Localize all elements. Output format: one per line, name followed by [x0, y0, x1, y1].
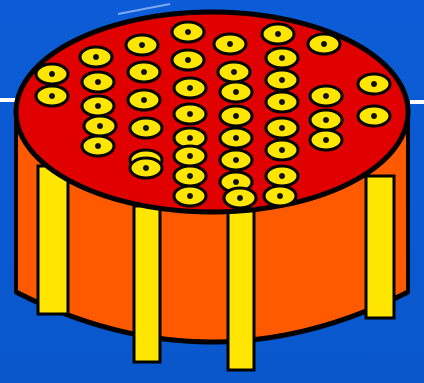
fuel-cell-dot [279, 125, 285, 131]
fuel-cell-icon [172, 50, 204, 70]
fuel-cell-dot [233, 179, 239, 185]
fuel-cell-dot [187, 85, 193, 91]
fuel-cell-dot [233, 157, 239, 163]
fuel-cell-icon [82, 72, 114, 92]
fuel-cell-dot [187, 153, 193, 159]
fuel-cell-dot [139, 42, 145, 48]
fuel-cell-dot [185, 29, 191, 35]
fuel-cell-dot [323, 137, 329, 143]
fuel-cell-dot [277, 193, 283, 199]
fuel-cell-icon [310, 130, 342, 150]
fuel-cell-dot [323, 117, 329, 123]
fuel-cell-icon [358, 106, 390, 126]
fuel-cell-icon [266, 118, 298, 138]
fuel-cell-dot [187, 111, 193, 117]
fuel-cell-dot [371, 81, 377, 87]
fuel-cell-dot [49, 71, 55, 77]
fuel-cell-dot [141, 69, 147, 75]
fuel-cell-dot [279, 99, 285, 105]
fuel-cell-dot [275, 31, 281, 37]
fuel-cell-icon [310, 86, 342, 106]
fuel-cell-dot [187, 193, 193, 199]
fuel-cell-dot [93, 54, 99, 60]
fuel-cell-icon [266, 48, 298, 68]
fuel-cell-dot [95, 143, 101, 149]
fuel-cell-dot [279, 55, 285, 61]
fuel-cell-icon [266, 70, 298, 90]
fuel-cell-icon [220, 150, 252, 170]
fuel-cell-dot [279, 77, 285, 83]
fuel-cell-icon [174, 186, 206, 206]
fuel-cell-dot [95, 103, 101, 109]
fuel-cell-icon [358, 74, 390, 94]
support-stripe-4 [366, 176, 394, 318]
fuel-cell-dot [187, 135, 193, 141]
fuel-cell-icon [174, 78, 206, 98]
fuel-cell-icon [174, 166, 206, 186]
fuel-cell-icon [266, 140, 298, 160]
fuel-cell-dot [95, 79, 101, 85]
fuel-cell-dot [185, 57, 191, 63]
fuel-cell-icon [130, 118, 162, 138]
fuel-cell-dot [231, 69, 237, 75]
fuel-cell-dot [227, 41, 233, 47]
fuel-cell-dot [233, 113, 239, 119]
fuel-cell-dot [279, 173, 285, 179]
top-face [16, 12, 408, 212]
fuel-cell-icon [174, 104, 206, 124]
fuel-cell-dot [143, 125, 149, 131]
fuel-cell-icon [82, 136, 114, 156]
fuel-cell-icon [130, 158, 162, 178]
fuel-cell-icon [224, 188, 256, 208]
fuel-cell-dot [97, 123, 103, 129]
fuel-cell-icon [126, 35, 158, 55]
fuel-cell-icon [84, 116, 116, 136]
fuel-cell-dot [279, 147, 285, 153]
fuel-cell-dot [323, 93, 329, 99]
fuel-cell-icon [262, 24, 294, 44]
fuel-cell-dot [233, 135, 239, 141]
fuel-cell-icon [80, 47, 112, 67]
fuel-cell-icon [220, 106, 252, 126]
fuel-cell-dot [187, 173, 193, 179]
fuel-cell-dot [233, 89, 239, 95]
fuel-cell-icon [214, 34, 246, 54]
fuel-cell-icon [128, 62, 160, 82]
fuel-cell-dot [49, 93, 55, 99]
support-stripe-3 [228, 210, 254, 370]
fuel-cell-icon [174, 146, 206, 166]
fuel-cell-icon [266, 92, 298, 112]
fuel-cell-icon [36, 86, 68, 106]
fuel-cell-dot [371, 113, 377, 119]
fuel-cell-icon [128, 90, 160, 110]
fuel-cell-icon [82, 96, 114, 116]
fuel-cell-icon [218, 62, 250, 82]
fuel-cell-icon [220, 128, 252, 148]
fuel-cell-dot [237, 195, 243, 201]
support-stripe-1 [38, 166, 68, 314]
fuel-cell-dot [143, 165, 149, 171]
fuel-cell-icon [308, 34, 340, 54]
fuel-cell-icon [266, 166, 298, 186]
fuel-cell-icon [172, 22, 204, 42]
support-stripe-2 [134, 206, 160, 362]
fuel-cell-icon [36, 64, 68, 84]
fuel-cell-dot [321, 41, 327, 47]
fuel-cell-icon [264, 186, 296, 206]
fuel-cell-icon [310, 110, 342, 130]
fuel-cell-dot [141, 97, 147, 103]
fuel-cell-icon [220, 82, 252, 102]
